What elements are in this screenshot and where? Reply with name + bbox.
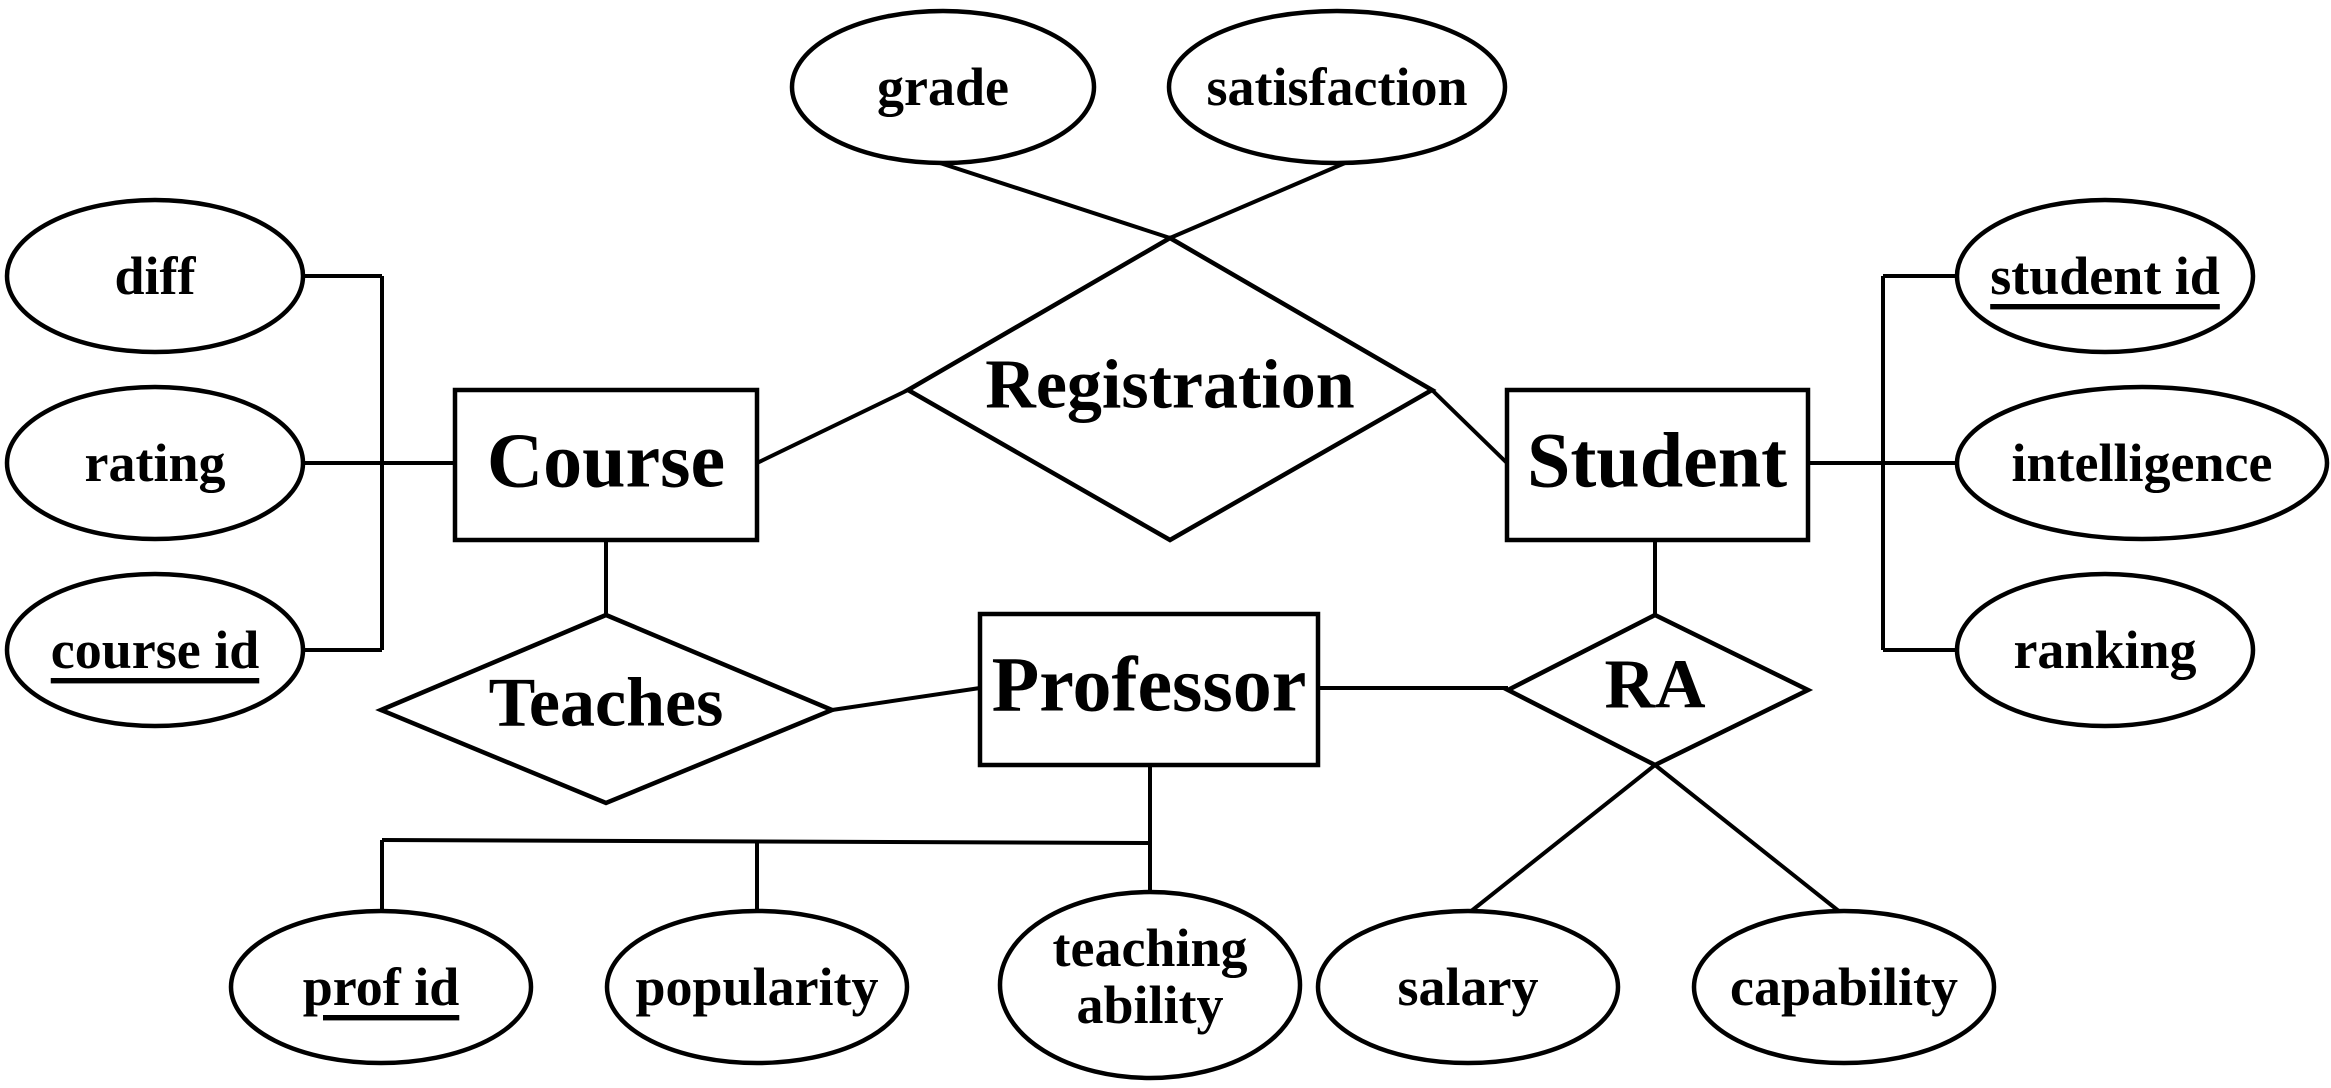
relationship-label: Teaches: [489, 665, 724, 742]
connector-professor-bracket: [381, 838, 1151, 845]
relationship-ra: RA: [1503, 612, 1814, 768]
connector-grade: [939, 161, 1171, 240]
entity-label: Course: [487, 417, 725, 504]
attribute-ellipse: [4, 571, 306, 729]
entity-label: Professor: [992, 641, 1307, 728]
attribute-ellipse: [1691, 908, 1997, 1066]
entity-box: [977, 611, 1321, 768]
attribute-course-id: course id: [4, 571, 306, 729]
attribute-rating: rating: [4, 384, 306, 542]
relationship-diamond: [903, 235, 1437, 543]
attribute-label: popularity: [635, 957, 878, 1017]
attribute-label: salary: [1398, 957, 1539, 1017]
attribute-label: intelligence: [2012, 433, 2273, 493]
attribute-label-line2: ability: [1076, 975, 1223, 1035]
relationship-diamond: [1503, 612, 1814, 768]
attribute-label: rating: [85, 433, 226, 493]
entity-label: Student: [1527, 417, 1787, 504]
connector-registration-student: [1430, 388, 1509, 465]
attribute-label: grade: [877, 57, 1009, 117]
attribute-ellipse: [1954, 384, 2330, 542]
attribute-capability: capability: [1691, 908, 1997, 1066]
connector-teaches-professor: [831, 686, 981, 712]
key-attribute-label: course id: [51, 620, 260, 680]
attribute-label: diff: [115, 246, 197, 306]
attribute-ellipse: [4, 384, 306, 542]
entity-student: Student: [1504, 387, 1811, 543]
attribute-salary: salary: [1315, 908, 1621, 1066]
connector-satisfaction: [1169, 161, 1346, 240]
attribute-teaching-ability: teaching ability: [997, 889, 1303, 1081]
attribute-label: satisfaction: [1207, 57, 1468, 117]
attribute-ellipse: [1954, 197, 2256, 355]
attribute-satisfaction: satisfaction: [1166, 8, 1508, 166]
attribute-ellipse: [228, 908, 534, 1066]
relationship-label: Registration: [985, 347, 1354, 424]
connector-course-registration: [756, 388, 909, 465]
attribute-ellipse: [997, 889, 1303, 1081]
entity-box: [452, 387, 760, 543]
attribute-diff: diff: [4, 197, 306, 355]
entity-box: [1504, 387, 1811, 543]
key-attribute-label: prof id: [303, 957, 460, 1017]
attribute-student-id: student id: [1954, 197, 2256, 355]
relationship-teaches: Teaches: [375, 612, 838, 806]
attribute-label: capability: [1730, 957, 1958, 1017]
key-attribute-label: student id: [1990, 246, 2220, 306]
connector-capability: [1653, 763, 1847, 918]
attribute-ellipse: [4, 197, 306, 355]
connectors: [303, 161, 1958, 918]
relationship-label: RA: [1604, 647, 1706, 724]
relationship-diamond: [375, 612, 838, 806]
attribute-label: ranking: [2013, 620, 2196, 680]
connector-salary: [1463, 763, 1657, 918]
relationship-registration: Registration: [903, 235, 1437, 543]
attribute-ellipse: [1166, 8, 1508, 166]
attribute-prof-id: prof id: [228, 908, 534, 1066]
attribute-ranking: ranking: [1954, 571, 2256, 729]
attribute-ellipse: [604, 908, 910, 1066]
attribute-ellipse: [789, 8, 1097, 166]
attribute-ellipse: [1315, 908, 1621, 1066]
entity-course: Course: [452, 387, 760, 543]
attribute-grade: grade: [789, 8, 1097, 166]
attribute-popularity: popularity: [604, 908, 910, 1066]
attribute-ellipse: [1954, 571, 2256, 729]
attribute-intelligence: intelligence: [1954, 384, 2330, 542]
entity-professor: Professor: [977, 611, 1321, 768]
attribute-label-line1: teaching: [1053, 918, 1248, 978]
